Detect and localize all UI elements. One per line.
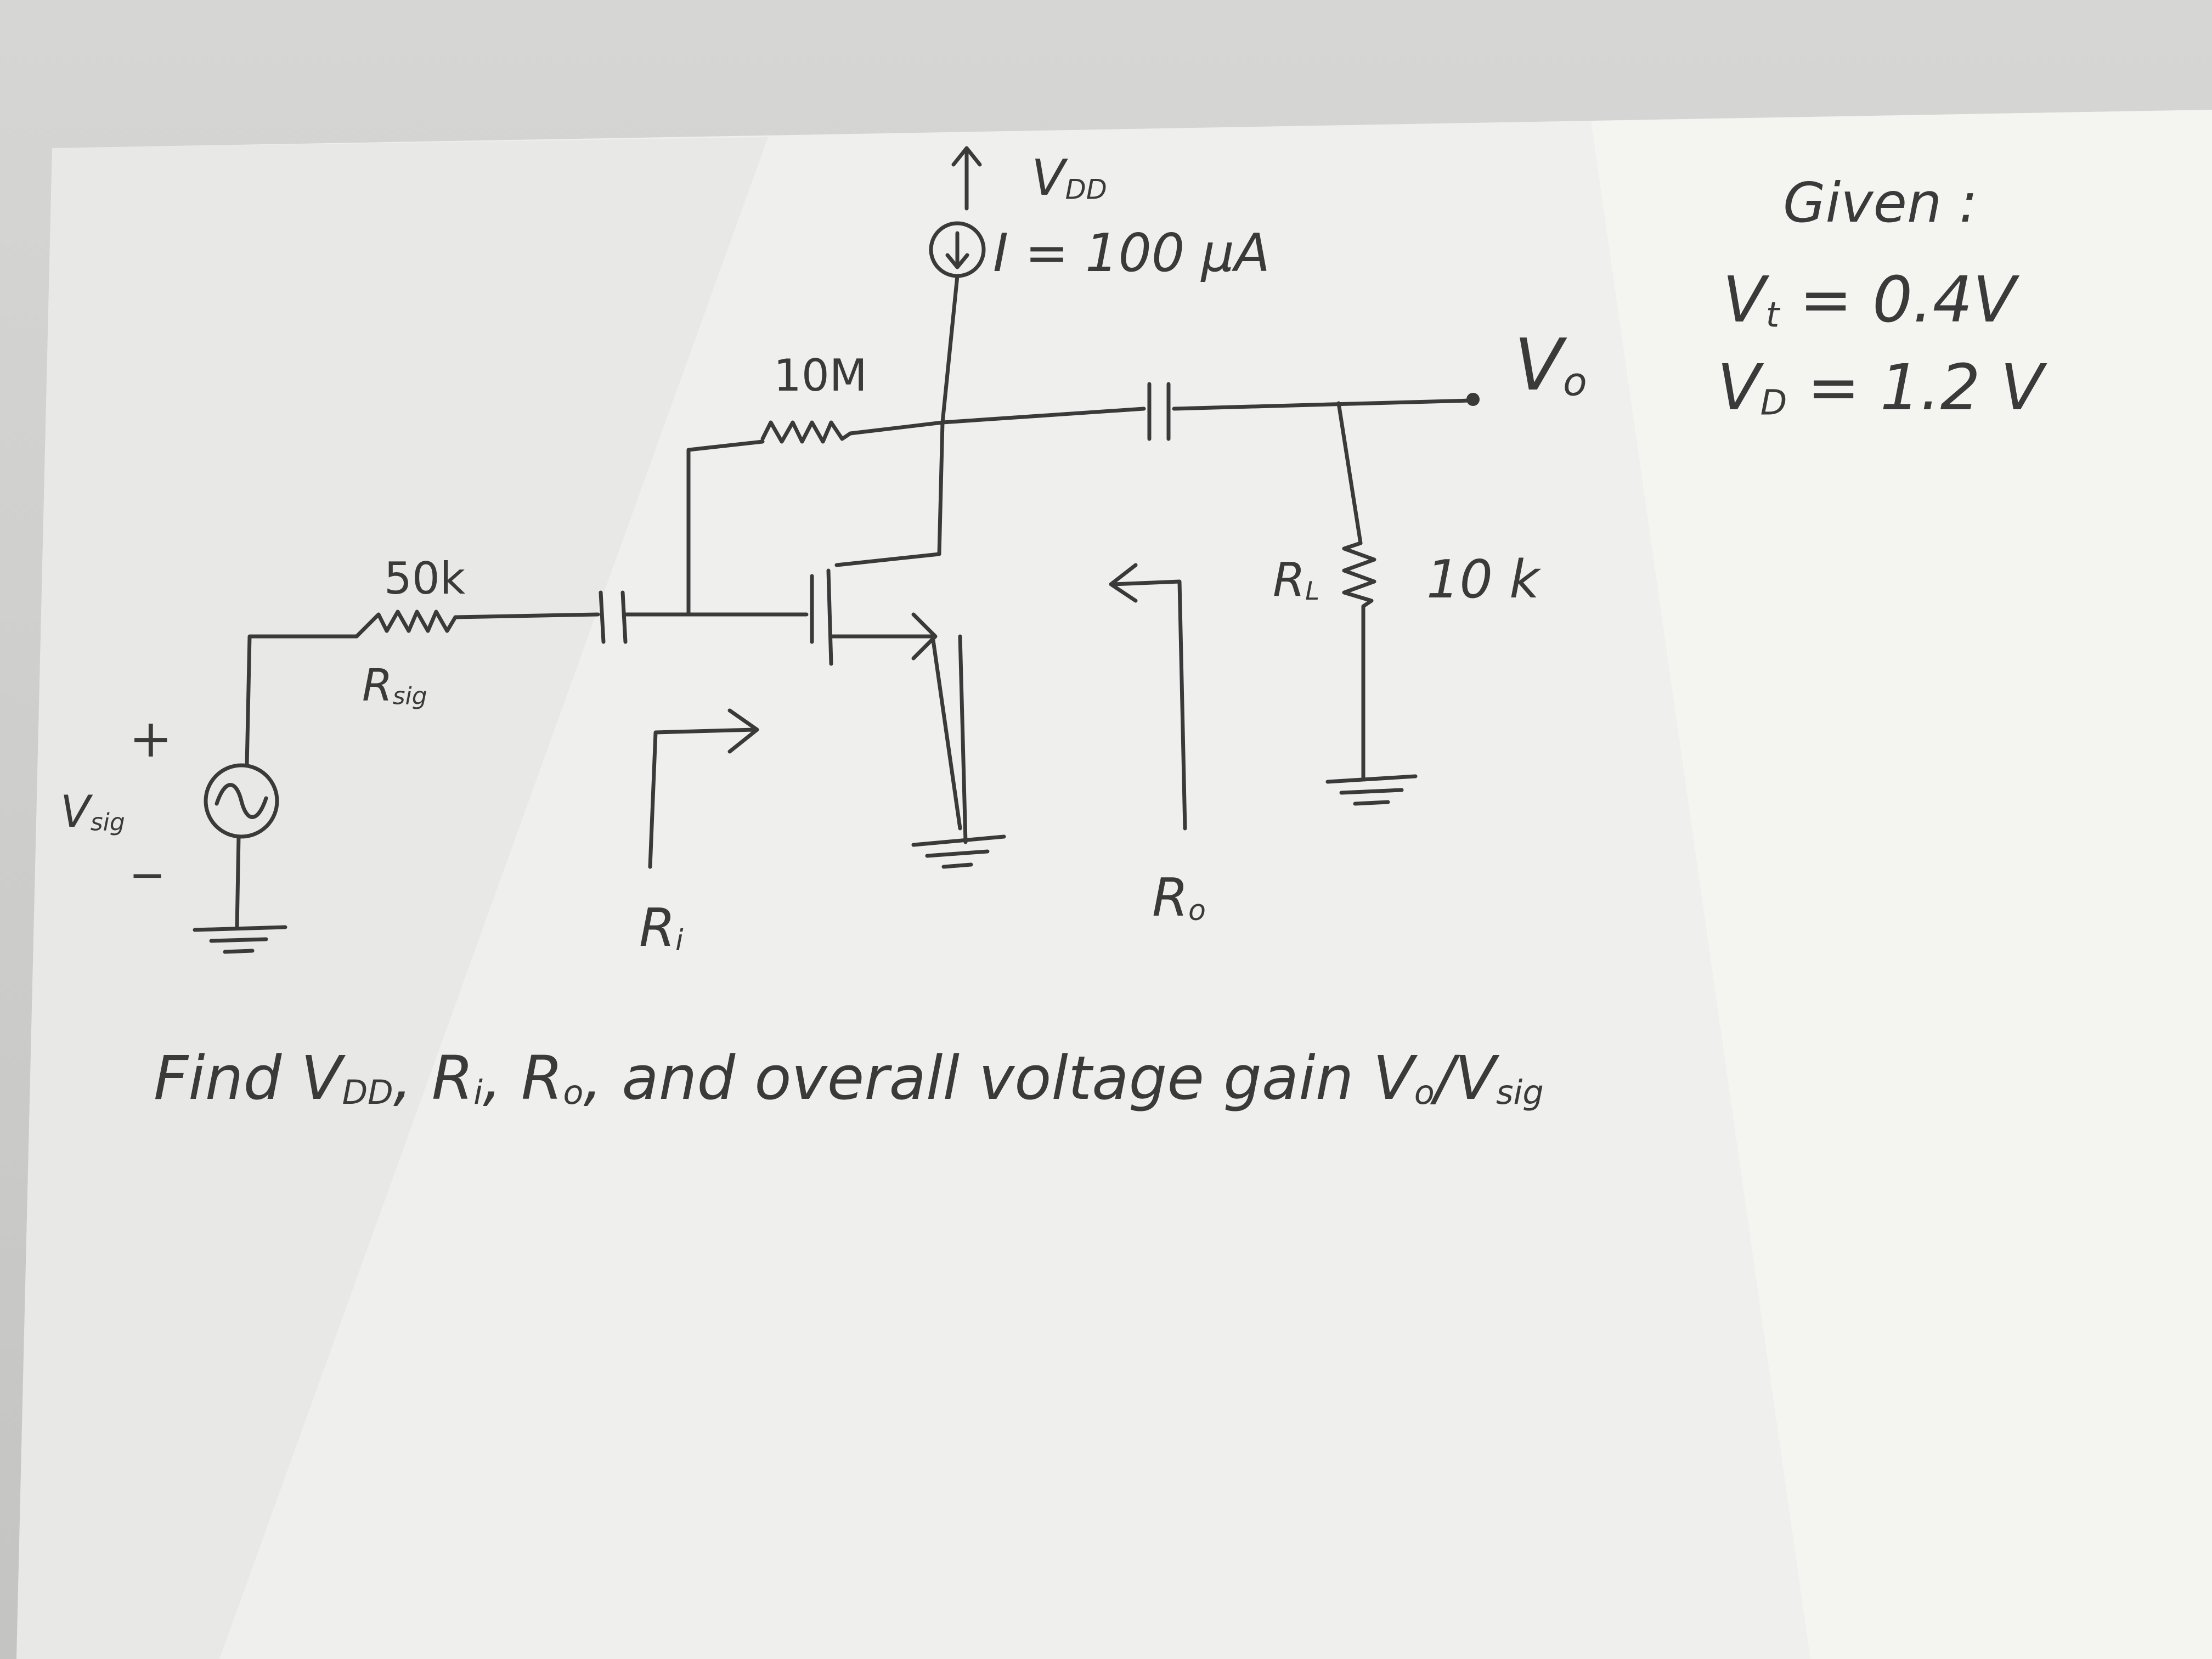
drain-to-output-wire [940,407,1146,425]
channel-plate [826,568,833,666]
input-coupling-capacitor [599,590,628,644]
output-wire [1172,398,1472,411]
ac-source-icon [204,763,279,839]
output-voltage-label: Vo [1514,323,1587,407]
vdd-arrow-icon [951,146,982,211]
signal-source-label: Vsig [60,786,125,837]
given-drain-voltage: VD = 1.2 V [1717,351,2044,425]
gate-resistor-symbol [760,420,853,444]
arrow-down-icon [945,231,969,269]
given-threshold-voltage: Vt = 0.4V [1723,263,2016,337]
source-wire [829,634,962,831]
source-resistor-value: 50k [384,553,466,604]
gate-resistor-wire-right [848,420,945,436]
source-resistor-left-wire [245,634,359,768]
load-ground-icon [1325,774,1418,806]
output-resistance-arrow-icon [1109,563,1187,831]
source-resistor-symbol [354,610,458,639]
input-resistance-arrow-icon [648,708,759,869]
input-resistance-label: Ri [639,898,684,958]
gate-feedback-wire [686,439,765,617]
output-coupling-capacitor [1147,382,1171,441]
signal-minus-label: − [129,849,166,900]
source-to-ground-wire [958,634,968,844]
given-heading: Given : [1783,171,1978,235]
output-node [1466,393,1480,406]
drain-wire [834,274,960,567]
load-resistor-value: 10 k [1426,550,1540,610]
vdd-label: VDD [1031,149,1107,207]
current-source-label: I = 100 μA [993,223,1270,284]
gate-resistor-label: 10M [774,350,867,401]
load-resistor-symbol [1342,541,1376,781]
load-branch-wire [1336,401,1363,545]
signal-ground-icon [193,925,287,954]
input-cap-left-wire [453,612,600,619]
signal-plus-label: + [129,709,173,769]
question-text: Find VDD, Ri, Ro, and overall voltage ga… [154,1043,1544,1113]
ac-sine-icon [215,783,268,819]
source-arrow-icon [911,612,938,661]
signal-source-ground-wire [235,834,241,929]
output-resistance-label: Ro [1152,868,1206,928]
load-resistor-name: RL [1273,553,1320,607]
transistor-ground-icon [911,834,1006,869]
source-resistor-name: Rsig [362,660,427,711]
